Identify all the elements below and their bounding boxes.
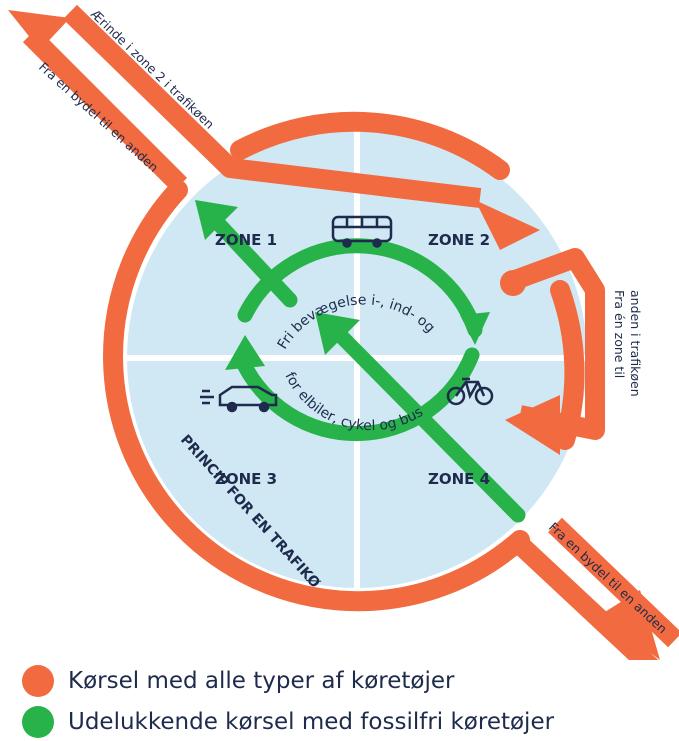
green-arrow-loop-start bbox=[225, 335, 265, 370]
arrow-right-entry bbox=[505, 395, 560, 455]
legend-orange-dot bbox=[22, 665, 54, 697]
zone3-label: ZONE 3 bbox=[215, 470, 277, 488]
road-district-bottom-line bbox=[508, 532, 659, 660]
zone-junction-dot bbox=[500, 270, 526, 296]
road-errand-line bbox=[63, 4, 482, 208]
road-district-bottom-line-2 bbox=[548, 517, 679, 648]
ring-main-lower bbox=[103, 180, 530, 612]
arrow-bottom-right bbox=[600, 590, 660, 660]
legend-item-orange: Kørsel med alle typer af køretøjer bbox=[22, 665, 454, 697]
electric-car-icon bbox=[200, 385, 278, 413]
green-arrow-center bbox=[315, 312, 360, 355]
bicycle-icon bbox=[446, 377, 494, 406]
ring-main bbox=[230, 111, 510, 180]
legend-item-green: Udelukkende kørsel med fossilfri køretøj… bbox=[22, 706, 554, 738]
green-arrow-loop-end bbox=[460, 312, 490, 345]
road-district-top-line bbox=[22, 27, 188, 193]
arrow-zone2-entry bbox=[475, 200, 540, 250]
zone2-label: ZONE 2 bbox=[428, 231, 490, 249]
green-diagonal-upper bbox=[207, 212, 298, 308]
zone4-label: ZONE 4 bbox=[428, 470, 490, 488]
legend-orange-label: Kørsel med alle typer af køretøjer bbox=[68, 668, 455, 694]
bus-icon bbox=[331, 215, 393, 248]
zone-road-text-line2: anden i trafikøen bbox=[628, 290, 643, 397]
legend-green-dot bbox=[22, 706, 54, 738]
orange-external-roads bbox=[22, 4, 679, 660]
green-arrowheads bbox=[195, 200, 490, 370]
green-diagonal-lower bbox=[332, 327, 526, 523]
zone-road-text-line1: Fra én zone til bbox=[612, 290, 627, 378]
traffic-island-diagram: ZONE 1 ZONE 2 ZONE 3 ZONE 4 Fri bevægels… bbox=[0, 0, 679, 660]
legend-green-label: Udelukkende kørsel med fossilfri køretøj… bbox=[68, 709, 555, 735]
zone1-label: ZONE 1 bbox=[215, 231, 277, 249]
green-arrow-nw bbox=[195, 200, 238, 240]
arrow-top-left bbox=[8, 10, 70, 50]
orange-arrowheads bbox=[8, 10, 660, 660]
road-zone-line bbox=[511, 248, 605, 440]
